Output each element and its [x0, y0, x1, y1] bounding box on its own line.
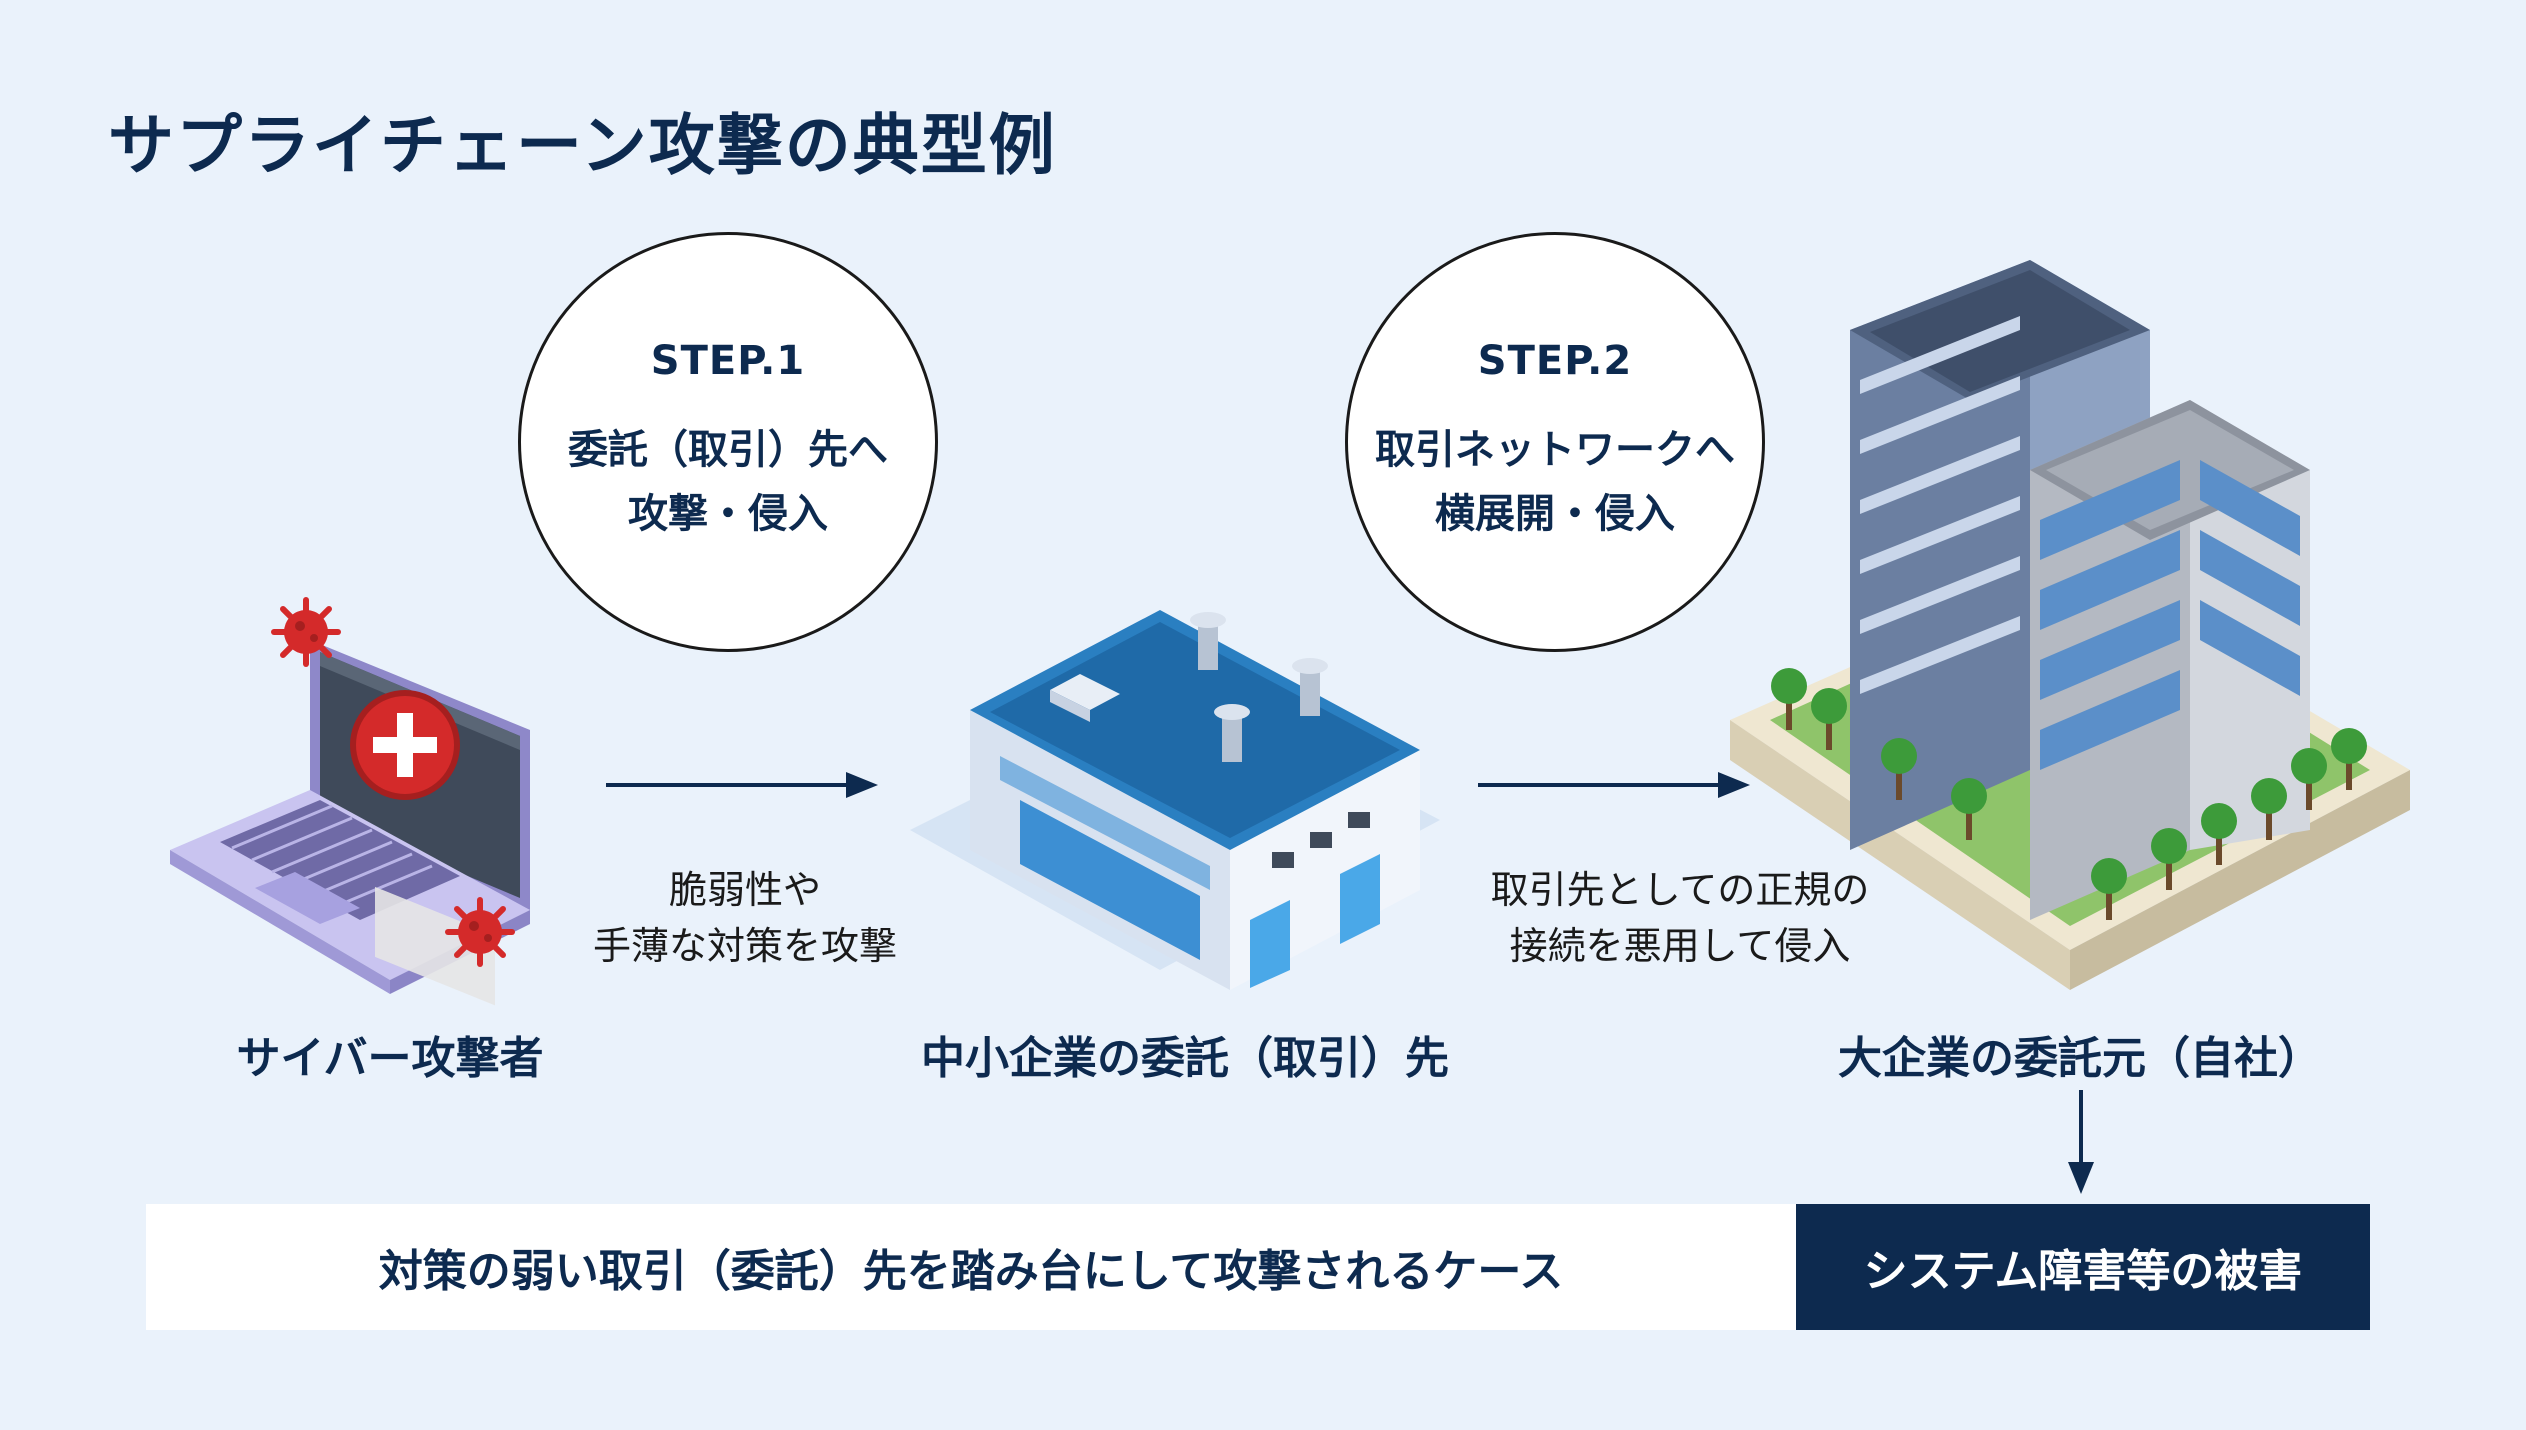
summary-text: 対策の弱い取引（委託）先を踏み台にして攻撃されるケース: [378, 1246, 1564, 1297]
step2-line1: 取引ネットワークへ: [1375, 427, 1735, 473]
attacker-label: サイバー攻撃者: [236, 1033, 544, 1084]
enterprise-label: 大企業の委託元（自社）: [1838, 1033, 2322, 1084]
virus-icon: [445, 897, 515, 967]
arrow-right-icon: [1478, 772, 1750, 798]
step1-line2: 攻撃・侵入: [628, 491, 828, 537]
summary-bar: 対策の弱い取引（委託）先を踏み台にして攻撃されるケース: [146, 1204, 1796, 1330]
step2-circle: STEP.2 取引ネットワークへ 横展開・侵入: [1345, 232, 1765, 652]
virus-icon: [271, 597, 341, 667]
step2-line2: 横展開・侵入: [1435, 491, 1675, 537]
step1-label: STEP.1: [650, 338, 806, 384]
arrow2-desc-line2: 接続を悪用して侵入: [1509, 924, 1851, 968]
step1-circle: STEP.1 委託（取引）先へ 攻撃・侵入: [518, 232, 938, 652]
arrow1-desc-line2: 手薄な対策を攻撃: [592, 924, 897, 968]
factory-icon: [910, 610, 1440, 990]
laptop-icon: [170, 640, 530, 1006]
arrow-right-icon: [606, 772, 878, 798]
arrow2-description: 取引先としての正規の 接続を悪用して侵入: [1400, 862, 1960, 974]
supplier-label: 中小企業の委託（取引）先: [921, 1033, 1449, 1084]
arrow-down-icon: [2068, 1090, 2094, 1194]
result-text: システム障害等の被害: [1863, 1246, 2303, 1297]
office-buildings-icon: [1730, 260, 2410, 990]
result-bar: システム障害等の被害: [1796, 1204, 2370, 1330]
arrow1-desc-line1: 脆弱性や: [668, 868, 821, 912]
step2-label: STEP.2: [1477, 338, 1633, 384]
arrow1-description: 脆弱性や 手薄な対策を攻撃: [545, 862, 945, 974]
step1-line1: 委託（取引）先へ: [568, 427, 888, 473]
arrow2-desc-line1: 取引先としての正規の: [1490, 868, 1870, 912]
page-title: サプライチェーン攻撃の典型例: [108, 107, 1057, 184]
